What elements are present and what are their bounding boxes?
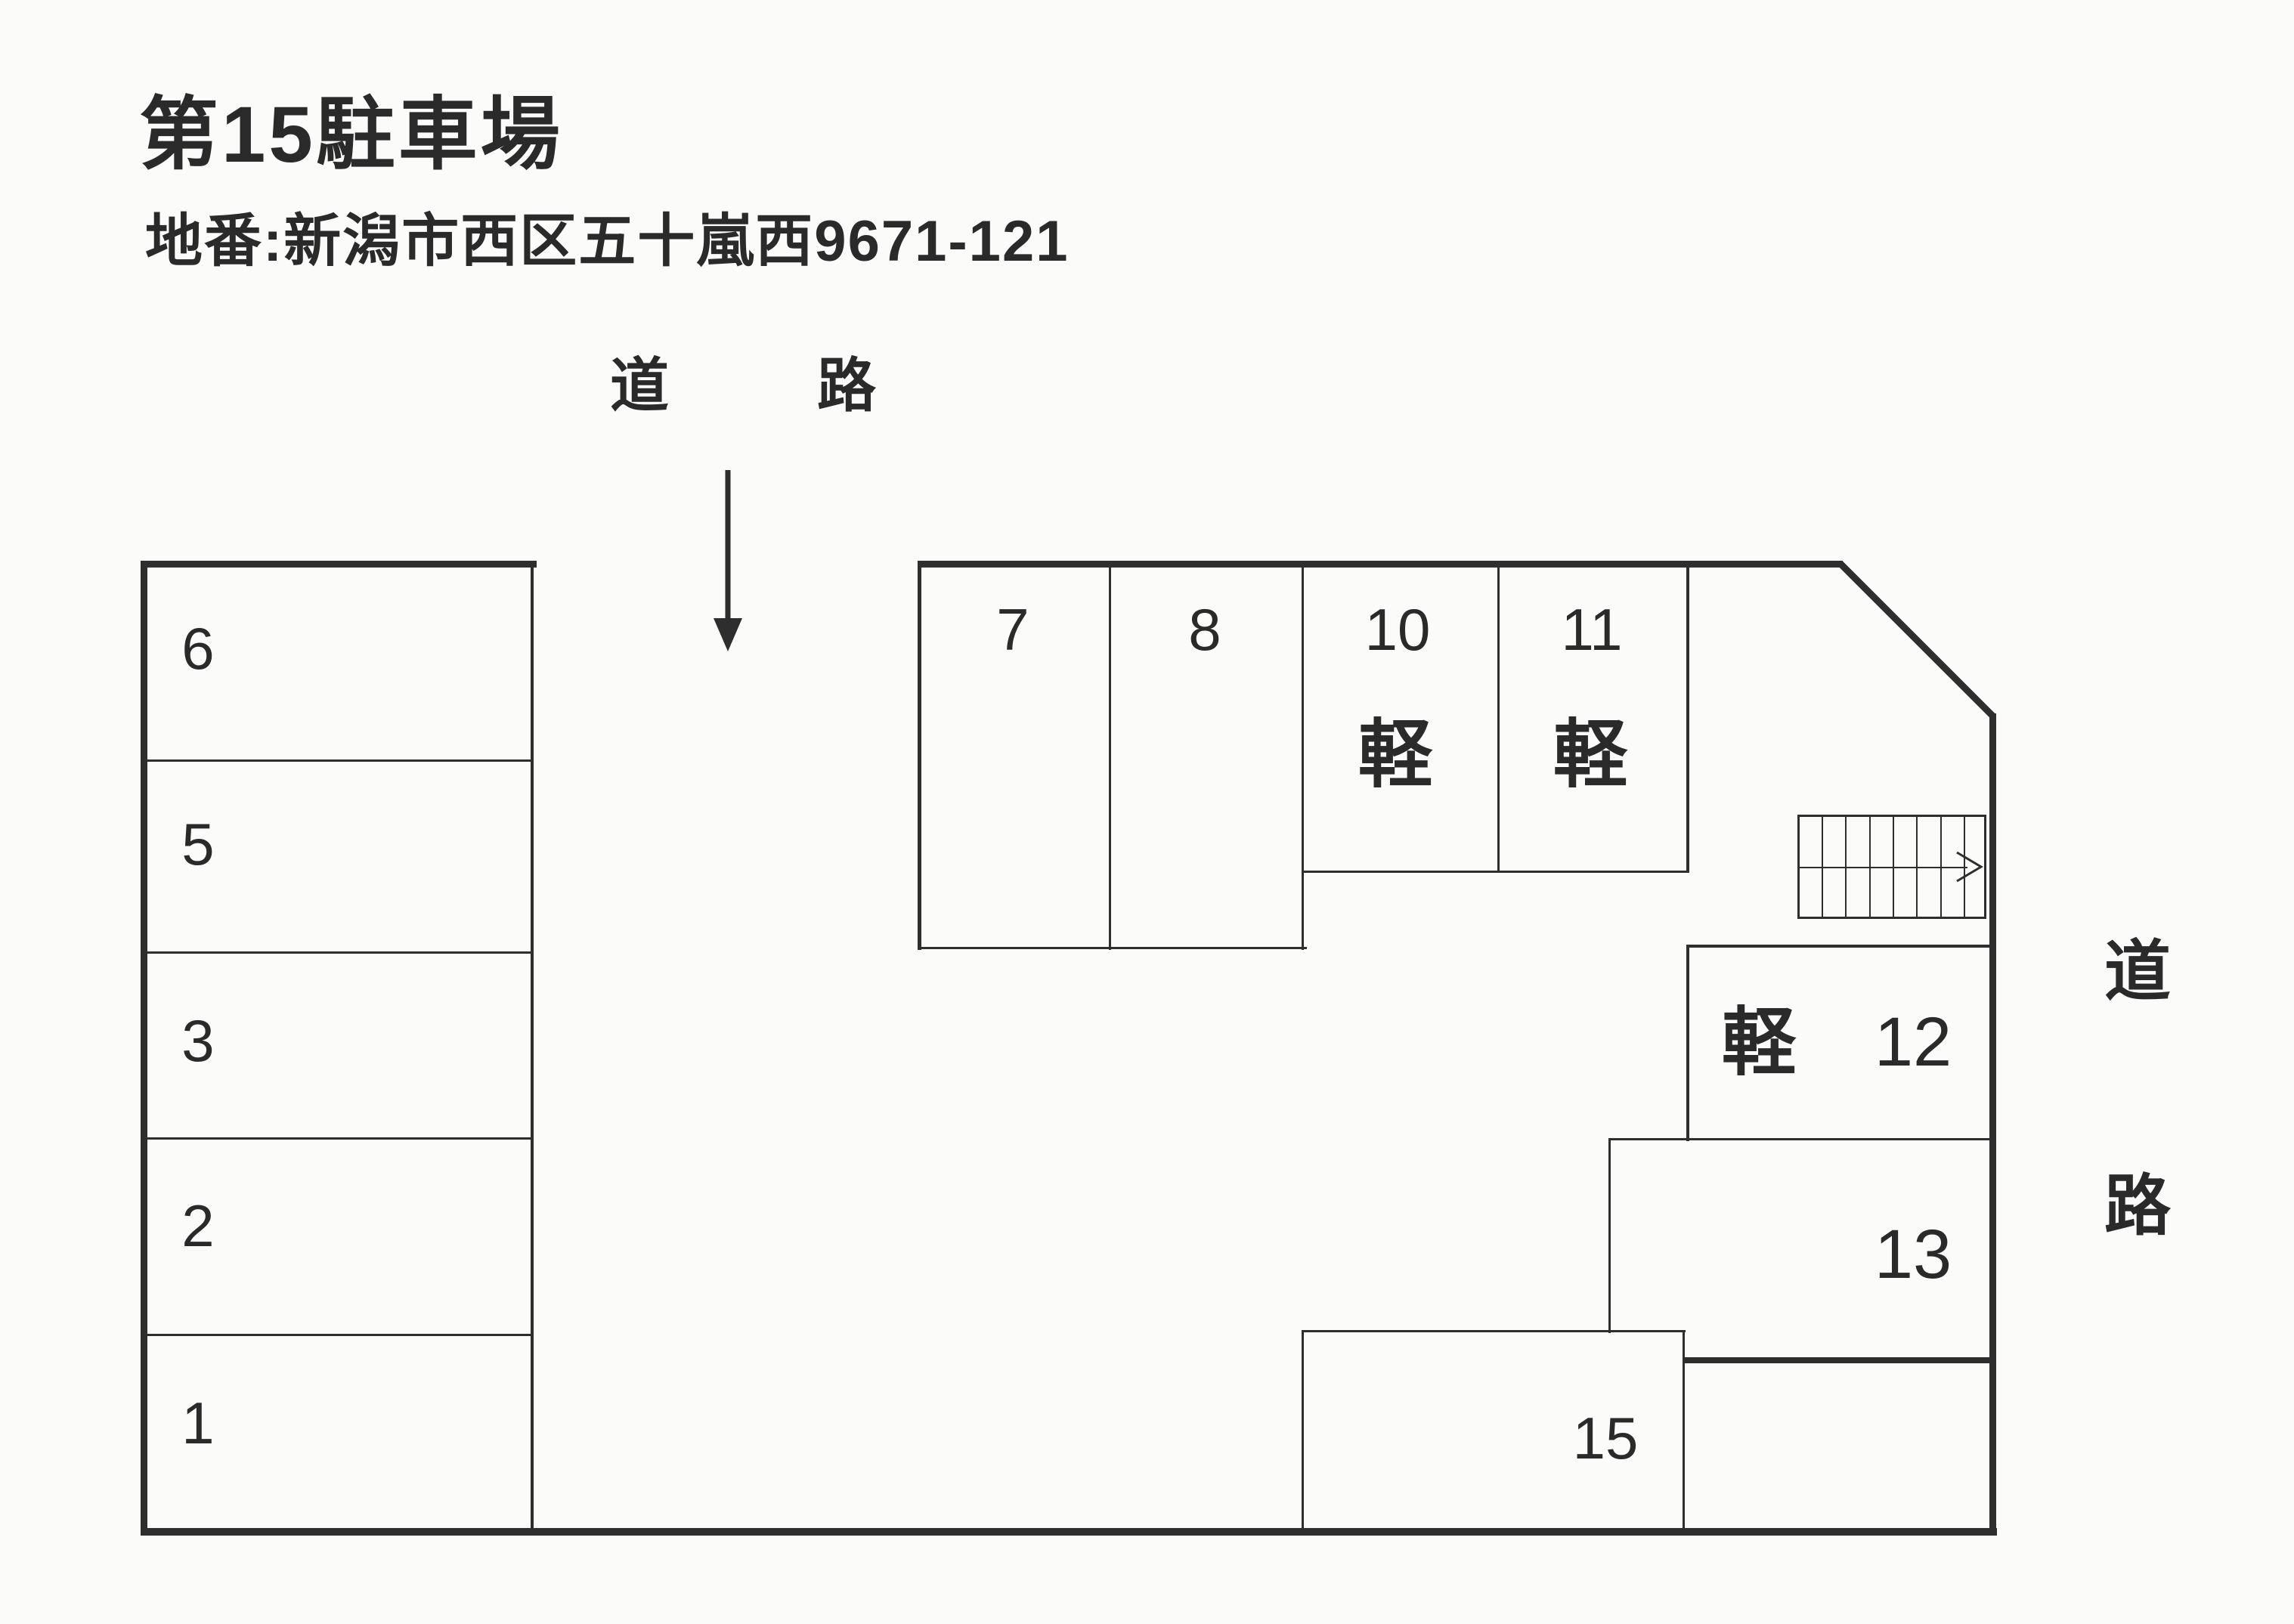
road-label-top-1: 道 bbox=[609, 352, 670, 419]
stall-divider-line bbox=[1302, 1330, 1304, 1532]
space-number: 3 bbox=[181, 1007, 215, 1074]
parking-space-2: 2 bbox=[144, 1137, 532, 1334]
space-number: 10 bbox=[1364, 596, 1431, 663]
parking-space-1: 1 bbox=[144, 1334, 532, 1528]
boundary-line bbox=[531, 564, 534, 1532]
space-number: 1 bbox=[181, 1390, 215, 1456]
page-title: 第15駐車場 bbox=[139, 91, 563, 179]
stall-divider-line bbox=[1109, 564, 1111, 950]
boundary-line bbox=[918, 561, 1843, 568]
kei-car-label: 軽 bbox=[1721, 1001, 1797, 1084]
road-entrance-arrow-icon bbox=[714, 470, 742, 651]
parking-space-3: 3 bbox=[144, 951, 532, 1137]
road-label-right-2: 路 bbox=[2104, 1168, 2172, 1243]
stall-divider-line bbox=[1302, 871, 1689, 873]
stall-divider-line bbox=[144, 1137, 532, 1140]
parking-space-7: 7 bbox=[918, 561, 1109, 950]
space-number: 8 bbox=[1188, 596, 1221, 663]
boundary-line bbox=[141, 561, 147, 1536]
stall-divider-line bbox=[144, 759, 532, 762]
stall-divider-line bbox=[1608, 1138, 1611, 1333]
boundary-line bbox=[141, 1528, 1997, 1536]
stall-divider-line bbox=[144, 951, 532, 954]
stall-divider-line bbox=[1302, 1330, 1686, 1332]
unmarked-area bbox=[1685, 1363, 1989, 1528]
space-number: 7 bbox=[996, 596, 1029, 663]
kei-car-label: 軽 bbox=[1358, 713, 1433, 796]
parking-space-12: 軽 12 bbox=[1686, 945, 1992, 1141]
stall-divider-line bbox=[144, 1334, 532, 1336]
road-label-top-2: 路 bbox=[816, 352, 877, 419]
stall-divider-line bbox=[1683, 1330, 1685, 1532]
boundary-line bbox=[1684, 1357, 1992, 1363]
stall-divider-line bbox=[1497, 564, 1500, 873]
parking-space-5: 5 bbox=[144, 759, 532, 951]
stall-divider-line bbox=[918, 947, 1307, 949]
stall-divider-line bbox=[1686, 945, 1992, 948]
stall-divider-line bbox=[1608, 1138, 1992, 1140]
boundary-line bbox=[141, 561, 537, 568]
parking-space-11: 11 軽 bbox=[1497, 564, 1686, 873]
space-number: 11 bbox=[1561, 596, 1623, 663]
parking-space-8: 8 bbox=[1109, 561, 1302, 950]
address-line: 地番:新潟市西区五十嵐西9671-121 bbox=[145, 209, 1070, 274]
stall-divider-line bbox=[1686, 564, 1689, 873]
parking-space-15: 15 bbox=[1302, 1330, 1683, 1532]
stall-divider-line bbox=[1302, 564, 1304, 950]
space-number: 12 bbox=[1874, 1004, 1952, 1081]
space-number: 13 bbox=[1874, 1216, 1952, 1293]
stairs-icon bbox=[1797, 815, 1986, 919]
boundary-line bbox=[1989, 713, 1996, 1536]
stall-divider-line bbox=[1686, 945, 1689, 1141]
space-number: 2 bbox=[181, 1192, 215, 1259]
space-number: 5 bbox=[181, 811, 215, 877]
stall-divider-line bbox=[918, 561, 921, 950]
diagonal-boundary-line bbox=[1837, 561, 1996, 719]
space-number: 15 bbox=[1572, 1405, 1639, 1471]
stairs-direction-line bbox=[1800, 867, 1967, 868]
parking-space-10: 10 軽 bbox=[1302, 564, 1497, 873]
kei-car-label: 軽 bbox=[1553, 713, 1628, 796]
parking-space-6: 6 bbox=[144, 564, 532, 759]
road-label-right-1: 道 bbox=[2104, 934, 2172, 1009]
space-number: 6 bbox=[181, 615, 215, 682]
parking-space-13: 13 bbox=[1608, 1138, 1992, 1359]
